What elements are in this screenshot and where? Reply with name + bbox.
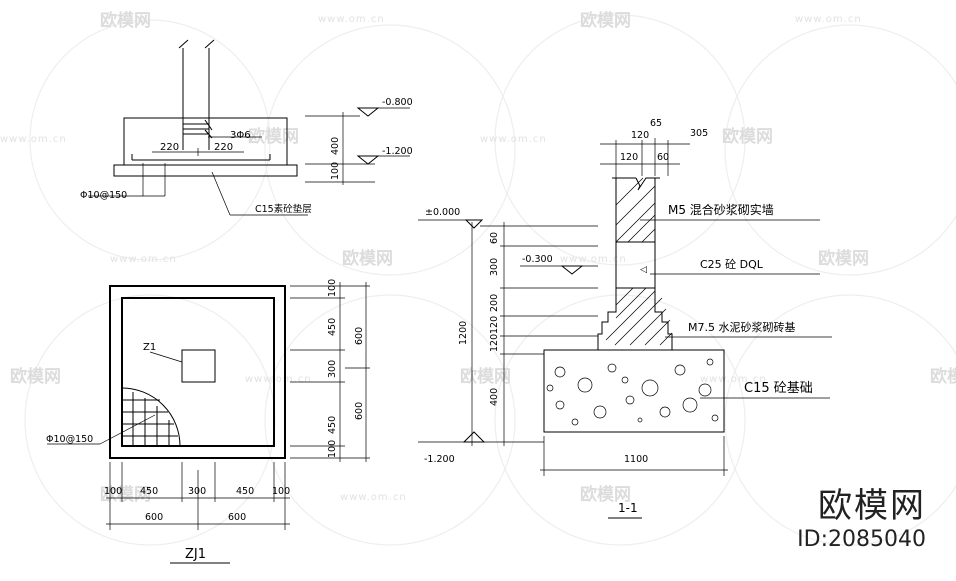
watermark-id: ID:2085040 xyxy=(797,527,926,552)
label-wall: M5 混合砂浆砌实墙 xyxy=(668,202,774,217)
plan-hdim: 100 xyxy=(104,486,122,497)
plan-hdim: 450 xyxy=(140,486,158,497)
plan-vdim-total: 600 xyxy=(354,327,365,345)
section-elev-ground: -0.300 xyxy=(522,254,553,265)
plan-hdim-total: 600 xyxy=(145,512,163,523)
plan-hdim: 100 xyxy=(272,486,290,497)
watermark-brand: 欧模网 xyxy=(930,366,956,387)
footing-elevation: 220 220 3Φ6 Φ10@150 C15素砼垫层 400 100 -0.8… xyxy=(80,39,413,216)
watermark-brand: 欧模网 xyxy=(818,248,869,269)
elev-bottom-mark: -1.200 xyxy=(382,146,413,157)
wall-hatch xyxy=(605,177,673,346)
watermark-brands: 欧模网 欧模网 欧模网 欧模网 欧模网 欧模网 欧模网 欧模网 欧模网 欧模网 … xyxy=(10,10,956,505)
elev-dim-left: 220 xyxy=(160,142,179,153)
plan-rebar-label: Φ10@150 xyxy=(46,434,93,445)
plan-vdim: 300 xyxy=(327,360,338,378)
label-base: M7.5 水泥砂浆砌砖基 xyxy=(688,320,795,334)
elev-bar-label: 3Φ6 xyxy=(230,130,251,141)
section-vdim: 200 xyxy=(489,294,500,312)
section-vdim-total: 1200 xyxy=(458,321,469,345)
section-vdim: 400 xyxy=(489,388,500,406)
concrete-aggregate xyxy=(546,358,719,426)
watermark-brand: 欧模网 xyxy=(460,366,511,387)
watermark-url: www.om.cn xyxy=(340,492,407,503)
watermark-brand: 欧模网 xyxy=(248,126,299,147)
plan-vdim-total: 600 xyxy=(354,402,365,420)
plan-hdim: 450 xyxy=(236,486,254,497)
elev-dim-right: 220 xyxy=(214,142,233,153)
watermark-url: www.om.cn xyxy=(795,14,862,25)
plan-hdim: 300 xyxy=(188,486,206,497)
section-vdim: 120 xyxy=(489,334,500,352)
section-elev-zero: ±0.000 xyxy=(425,207,460,218)
watermark-logo-text: 欧模网 xyxy=(818,486,926,526)
watermark-url: www.om.cn xyxy=(0,134,67,145)
watermark-url: www.om.cn xyxy=(318,14,385,25)
section-top-dim: 120 xyxy=(631,130,649,141)
watermark-brand: 欧模网 xyxy=(580,10,631,31)
elev-rebar-label: Φ10@150 xyxy=(80,190,127,201)
beam-mark: ◁ xyxy=(640,265,647,275)
watermark-url: www.om.cn xyxy=(110,254,177,265)
section-vdim: 60 xyxy=(489,232,500,244)
footing-plan: Z1 Φ10@150 100 450 300 450 100 600 600 xyxy=(46,279,370,564)
watermark-brand: 欧模网 xyxy=(100,10,151,31)
elev-pad-label: C15素砼垫层 xyxy=(255,203,312,215)
watermark-block: 欧模网 ID:2085040 xyxy=(797,478,926,552)
watermark-url: www.om.cn xyxy=(700,374,767,385)
watermark-url: www.om.cn xyxy=(560,254,627,265)
section-top-dim-2: 120 xyxy=(620,152,638,163)
watermark-brand: 欧模网 xyxy=(10,366,61,387)
watermark-url: www.om.cn xyxy=(480,134,547,145)
plan-title: ZJ1 xyxy=(185,547,206,562)
elev-top-mark: -0.800 xyxy=(382,97,413,108)
plan-vdim: 100 xyxy=(327,279,338,297)
section-vdim: 120 xyxy=(489,316,500,334)
label-footing: C15 砼基础 xyxy=(744,381,813,396)
watermark-brand: 欧模网 xyxy=(722,126,773,147)
plan-column-label: Z1 xyxy=(143,342,156,353)
watermark-urls: www.om.cn www.om.cn www.om.cn www.om.cn … xyxy=(0,14,862,503)
section-top-dim: 65 xyxy=(650,118,662,129)
label-beam: C25 砼 DQL xyxy=(700,258,764,271)
watermark-brand: 欧模网 xyxy=(580,484,631,505)
plan-vdim: 450 xyxy=(327,416,338,434)
plan-vdim: 100 xyxy=(327,440,338,458)
plan-hdim-total: 600 xyxy=(228,512,246,523)
section-elev-bottom: -1.200 xyxy=(424,454,455,465)
section-width-dim: 1100 xyxy=(624,454,648,465)
elev-vdim-1: 400 xyxy=(330,137,341,155)
watermark-url: www.om.cn xyxy=(245,374,312,385)
section-top-dim: 305 xyxy=(690,128,708,139)
plan-vdim: 450 xyxy=(327,318,338,336)
watermark-brand: 欧模网 xyxy=(100,484,151,505)
watermark-arcs xyxy=(24,14,956,546)
section-top-dim-2: 60 xyxy=(657,152,669,163)
section-vdim: 300 xyxy=(489,258,500,276)
wall-section: 120 65 305 120 60 ◁ xyxy=(418,118,832,519)
elev-vdim-2: 100 xyxy=(330,162,341,180)
section-title: 1-1 xyxy=(618,501,638,515)
watermark-brand: 欧模网 xyxy=(342,248,393,269)
